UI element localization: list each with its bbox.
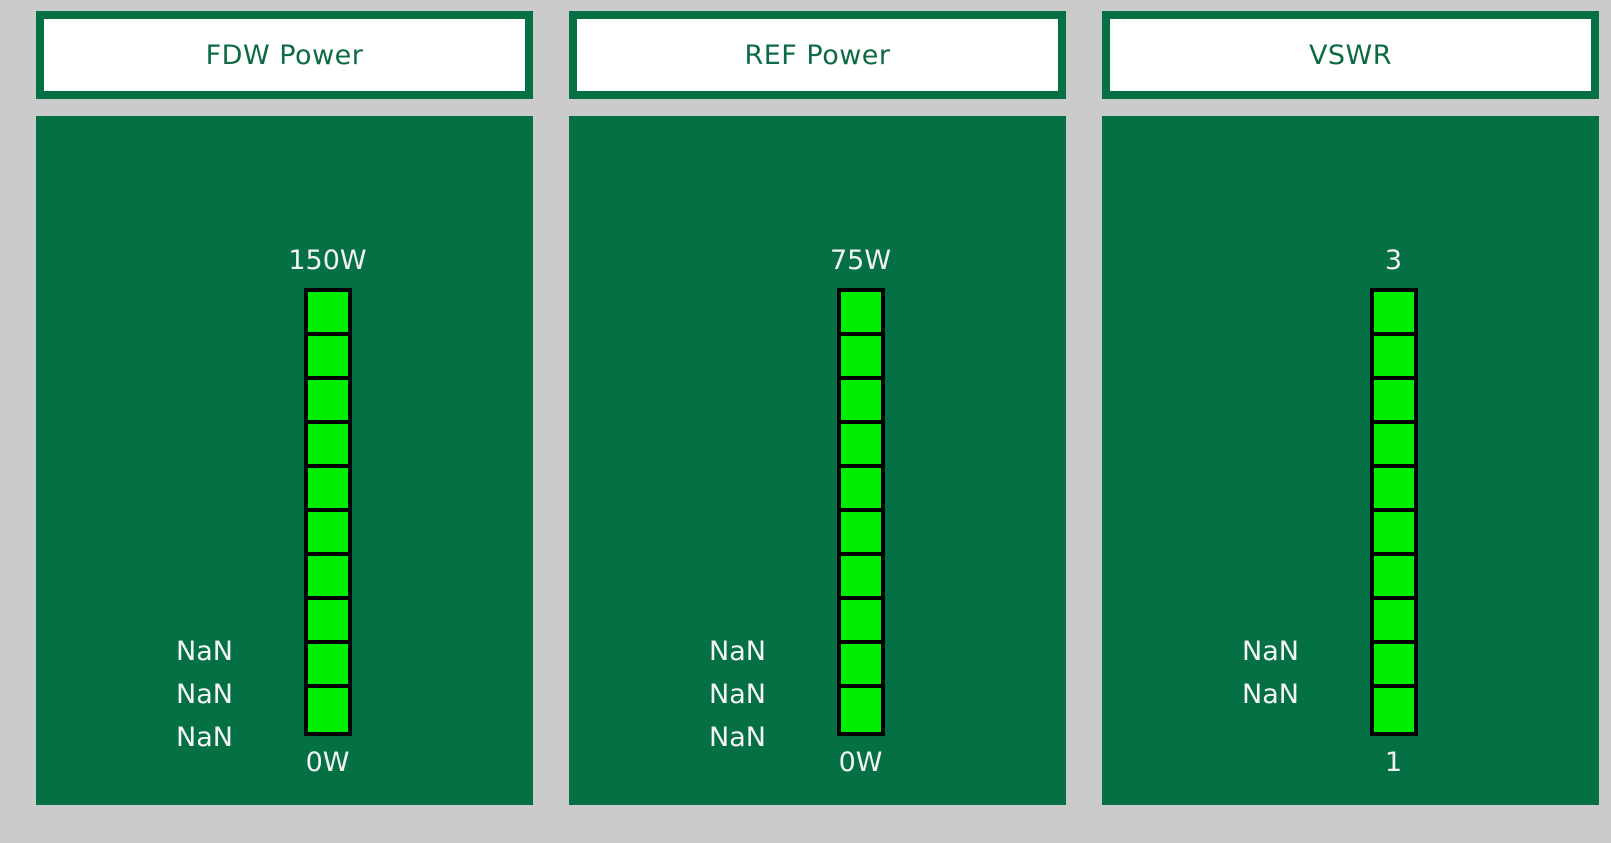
readout-value: NaN <box>1242 636 1299 667</box>
panel-body-fdw-power: 150W 0W NaN NaN <box>36 116 533 805</box>
scale-min-label: 0W <box>305 747 350 778</box>
panel-fdw-power: FDW Power 150W 0W <box>36 0 533 805</box>
bar-segment <box>307 336 348 380</box>
bar-segment <box>307 688 348 732</box>
bar-segment <box>1373 556 1414 600</box>
bar-segment <box>307 468 348 512</box>
bar-gauge <box>836 288 885 736</box>
bar-segment <box>307 512 348 556</box>
bar-segment <box>1373 380 1414 424</box>
bar-segment <box>840 292 881 336</box>
scale-min-label: 0W <box>838 747 883 778</box>
bar-segment <box>840 512 881 556</box>
readout-value: NaN <box>176 722 233 753</box>
panel-title: REF Power <box>744 39 891 71</box>
bar-segment <box>840 336 881 380</box>
panel-header-ref-power[interactable]: REF Power <box>569 11 1066 99</box>
bar-segment <box>307 644 348 688</box>
readout-value: NaN <box>709 722 766 753</box>
bar-segment <box>840 644 881 688</box>
bar-segment <box>307 380 348 424</box>
bar-segment <box>840 556 881 600</box>
readout-value: NaN <box>1242 679 1299 710</box>
bar-segment <box>840 688 881 732</box>
panel-body-vswr: 3 1 NaN NaN <box>1102 116 1599 805</box>
scale-min-label: 1 <box>1384 747 1403 778</box>
bar-segment <box>1373 468 1414 512</box>
bar-segment <box>840 424 881 468</box>
scale-max-label: 3 <box>1384 245 1403 276</box>
panel-body-ref-power: 75W 0W NaN NaN <box>569 116 1066 805</box>
bar-segment <box>1373 424 1414 468</box>
panel-ref-power: REF Power 75W 0W <box>569 0 1066 805</box>
bar-segment <box>1373 336 1414 380</box>
readout-value: NaN <box>709 636 766 667</box>
bar-segment <box>1373 600 1414 644</box>
bar-gauge <box>1369 288 1418 736</box>
bar-segment <box>1373 512 1414 556</box>
readout-value: NaN <box>176 636 233 667</box>
bar-segment <box>1373 644 1414 688</box>
scale-max-label: 75W <box>829 245 892 276</box>
gauge-column: 75W 0W <box>766 116 956 805</box>
panel-header-fdw-power[interactable]: FDW Power <box>36 11 533 99</box>
panel-vswr: VSWR 3 1 <box>1102 0 1599 805</box>
panel-title: VSWR <box>1308 39 1393 71</box>
bar-segment <box>307 292 348 336</box>
readout-value: NaN <box>176 679 233 710</box>
readout-value: NaN <box>709 679 766 710</box>
bar-segment <box>1373 688 1414 732</box>
bar-segment <box>307 424 348 468</box>
bar-segment <box>1373 292 1414 336</box>
gauge-column: 150W 0W <box>233 116 423 805</box>
bar-gauge <box>303 288 352 736</box>
gauge-column: 3 1 <box>1299 116 1489 805</box>
bar-segment <box>840 380 881 424</box>
panel-title: FDW Power <box>205 39 364 71</box>
scale-max-label: 150W <box>288 245 367 276</box>
bar-segment <box>307 600 348 644</box>
panel-header-vswr[interactable]: VSWR <box>1102 11 1599 99</box>
bar-segment <box>307 556 348 600</box>
bar-segment <box>840 468 881 512</box>
bar-segment <box>840 600 881 644</box>
